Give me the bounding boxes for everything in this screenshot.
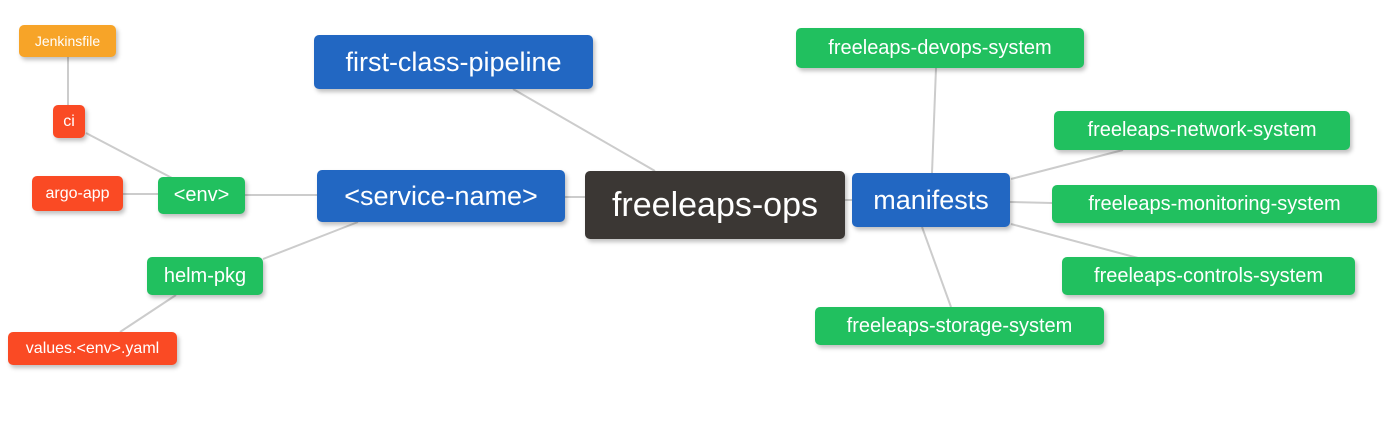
node-freeleaps-storage-system[interactable]: freeleaps-storage-system bbox=[815, 307, 1104, 345]
edge-helm-pkg-values bbox=[119, 294, 177, 333]
edge-manifests-storage bbox=[921, 226, 952, 308]
node-service-name[interactable]: <service-name> bbox=[317, 170, 565, 222]
edge-manifests-devops bbox=[931, 67, 937, 174]
node-ci[interactable]: ci bbox=[53, 105, 85, 138]
edge-manifests-network bbox=[1010, 149, 1124, 180]
node-first-class-pipeline[interactable]: first-class-pipeline bbox=[314, 35, 593, 89]
node-root-freeleaps-ops[interactable]: freeleaps-ops bbox=[585, 171, 845, 239]
node-freeleaps-controls-system[interactable]: freeleaps-controls-system bbox=[1062, 257, 1355, 295]
node-freeleaps-network-system[interactable]: freeleaps-network-system bbox=[1054, 111, 1350, 150]
edge-manifests-controls bbox=[1010, 223, 1139, 259]
node-jenkinsfile[interactable]: Jenkinsfile bbox=[19, 25, 116, 57]
node-env[interactable]: <env> bbox=[158, 177, 245, 214]
node-argo-app[interactable]: argo-app bbox=[32, 176, 123, 211]
node-values-env-yaml[interactable]: values.<env>.yaml bbox=[8, 332, 177, 365]
edge-env-ci bbox=[85, 132, 173, 179]
node-manifests[interactable]: manifests bbox=[852, 173, 1010, 227]
node-freeleaps-devops-system[interactable]: freeleaps-devops-system bbox=[796, 28, 1084, 68]
edge-manifests-monitoring bbox=[1009, 201, 1053, 204]
edge-root-first-class-pipeline bbox=[512, 88, 656, 172]
node-freeleaps-monitoring-system[interactable]: freeleaps-monitoring-system bbox=[1052, 185, 1377, 223]
edge-service-name-helm-pkg bbox=[262, 221, 359, 260]
node-helm-pkg[interactable]: helm-pkg bbox=[147, 257, 263, 295]
